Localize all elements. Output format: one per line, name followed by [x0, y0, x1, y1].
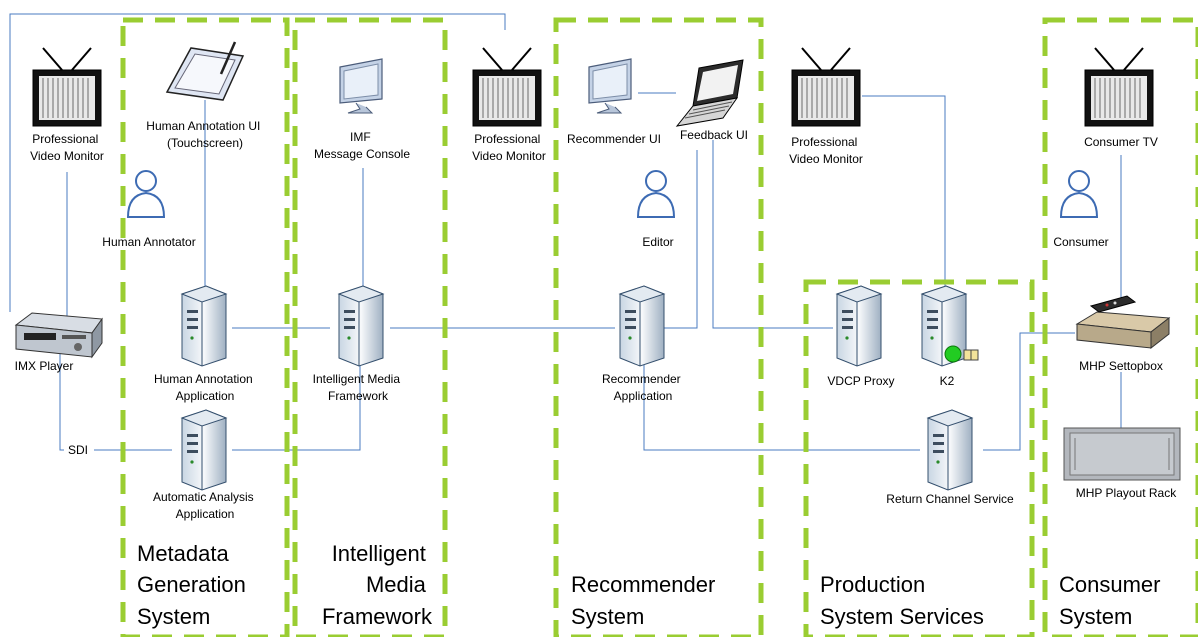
consumer-tv-label: Consumer TV	[1084, 135, 1158, 149]
zone-title-metadata: Metadata Generation System	[137, 541, 252, 629]
imf-server-label: Intelligent Media Framework	[313, 372, 404, 403]
consumer-label: Consumer	[1053, 235, 1108, 249]
monitor3-label: Professional Video Monitor	[789, 135, 863, 166]
zone-title-recommender: Recommender System	[571, 572, 721, 629]
tv-icon	[472, 47, 542, 127]
auto-analysis-label: Automatic Analysis Application	[153, 490, 257, 521]
return-channel-label: Return Channel Service	[886, 492, 1014, 506]
settopbox-icon	[1075, 295, 1171, 350]
zone-production-system-services	[803, 279, 1035, 637]
server-icon	[338, 285, 384, 367]
imx-to-monitor2-line	[9, 13, 506, 312]
playout-rack-label: MHP Playout Rack	[1076, 486, 1177, 500]
laptop-icon	[675, 59, 744, 127]
tv-icon	[1084, 47, 1154, 127]
zone-metadata-generation	[120, 17, 290, 637]
feedback-ui-label: Feedback UI	[680, 128, 748, 142]
touchscreen-icon	[165, 41, 245, 101]
zone-intelligent-media-framework	[292, 17, 448, 637]
monitor1-label: Professional Video Monitor	[30, 132, 104, 163]
server-icon	[836, 285, 882, 367]
person-icon	[637, 170, 675, 218]
server-icon	[181, 285, 227, 367]
human-annotator-label: Human Annotator	[102, 235, 195, 249]
tv-icon	[791, 47, 861, 127]
settopbox-label: MHP Settopbox	[1079, 359, 1163, 373]
vdcp-proxy-label: VDCP Proxy	[827, 374, 894, 388]
imx-player-label: IMX Player	[15, 359, 74, 373]
sdi-label: SDI	[68, 443, 88, 457]
return-to-settopbox-line	[983, 332, 1075, 451]
zone-recommender-system	[553, 17, 764, 637]
auto-app-to-imf-line	[232, 365, 361, 451]
system-zones	[120, 17, 1198, 637]
touchscreen-label: Human Annotation UI (Touchscreen)	[146, 119, 263, 150]
console-label: IMF Message Console	[314, 130, 410, 161]
zone-title-consumer: Consumer System	[1059, 572, 1167, 629]
recommender-app-label: Recommender Application	[602, 372, 684, 403]
zone-consumer-system	[1042, 17, 1198, 637]
server-icon	[181, 409, 227, 491]
recommender-to-return-line	[643, 365, 920, 451]
laptop-to-vdcp-line	[712, 140, 833, 329]
zone-title-production: Production System Services	[820, 572, 984, 629]
monitor3-to-k2-line	[862, 95, 946, 292]
monitor-icon	[588, 58, 632, 114]
human-annotation-app-label: Human Annotation Application	[154, 372, 256, 403]
sync-badge-icon	[944, 345, 979, 363]
rack-icon	[1063, 427, 1181, 481]
person-icon	[127, 170, 165, 218]
person-icon	[1060, 170, 1098, 218]
recommender-ui-label: Recommender UI	[567, 132, 661, 146]
tv-icon	[32, 47, 102, 127]
sdi-line	[59, 352, 172, 451]
monitor-icon	[339, 58, 383, 114]
k2-label: K2	[940, 374, 955, 388]
zone-title-imf: Intelligent Media Framework	[322, 541, 433, 629]
vtr-icon	[14, 312, 103, 359]
server-icon	[927, 409, 973, 491]
server-icon	[619, 285, 665, 367]
editor-label: Editor	[642, 235, 673, 249]
monitor2-label: Professional Video Monitor	[472, 132, 546, 163]
